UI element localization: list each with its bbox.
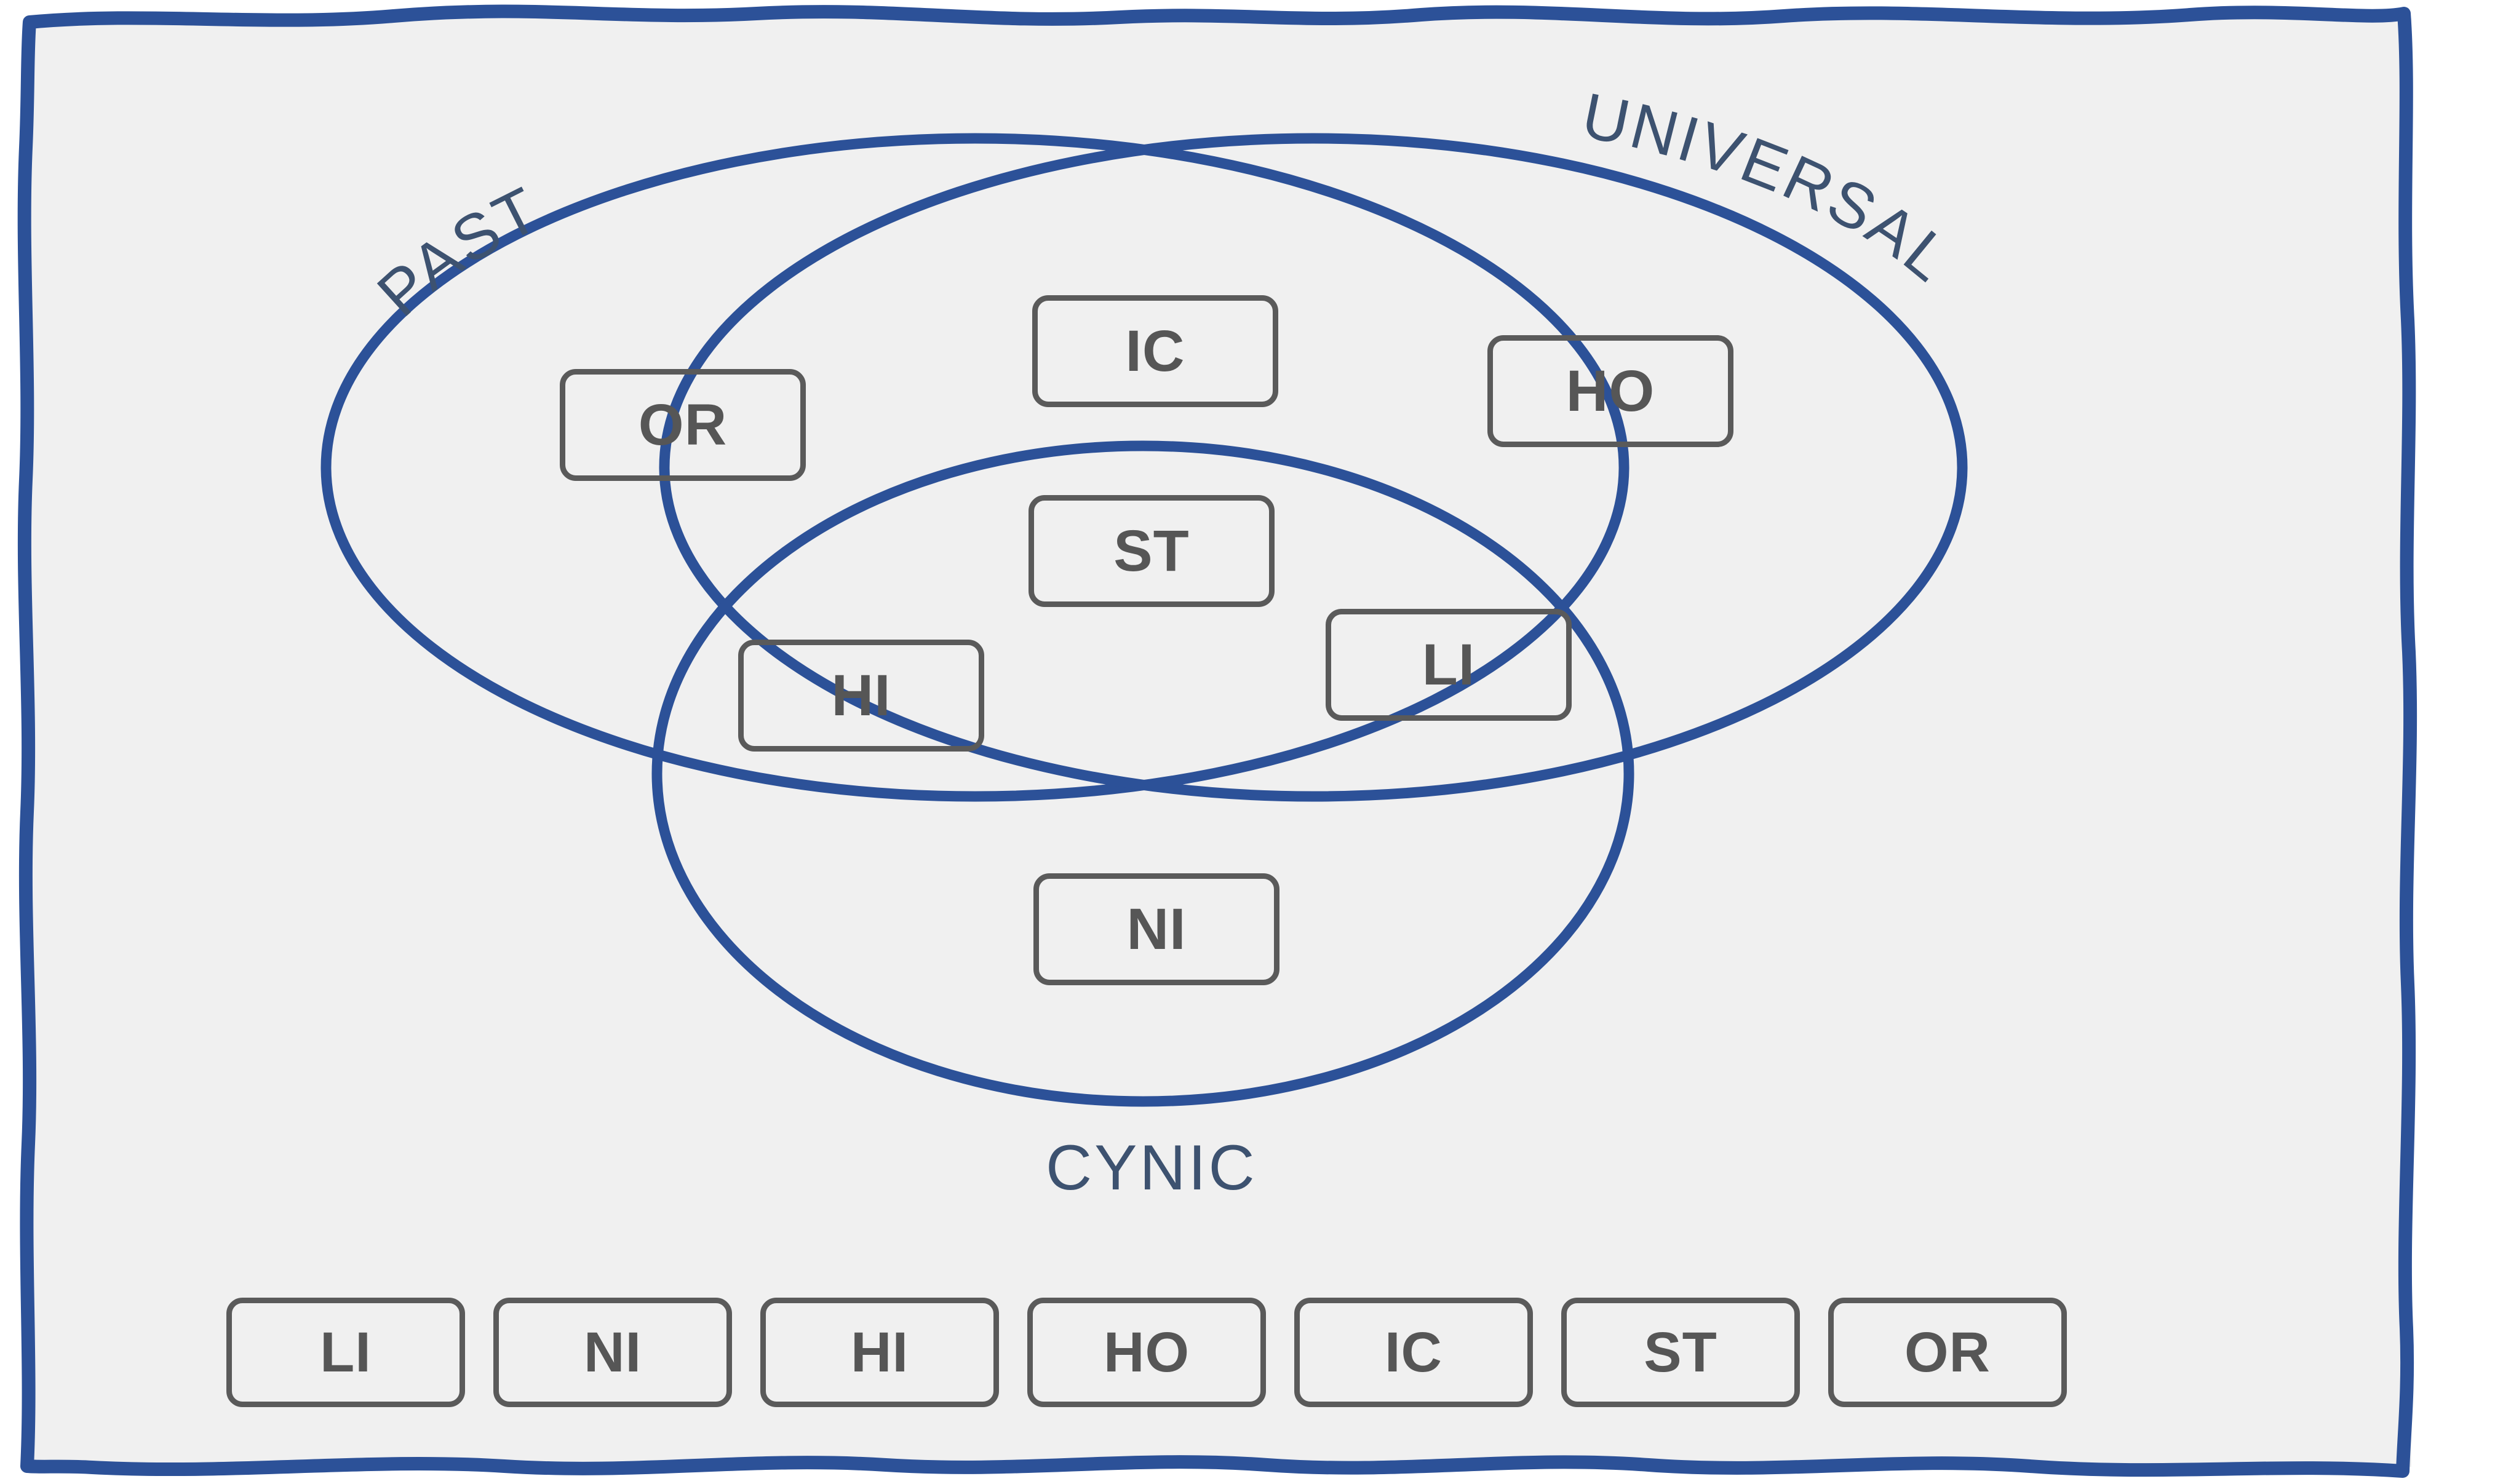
set-label-universal: UNIVERSAL: [1577, 80, 1965, 296]
venn-chip-universal-cynic[interactable]: LI: [1326, 609, 1572, 721]
tray-chip-2[interactable]: HI: [760, 1298, 999, 1407]
set-ellipse-past: [320, 133, 1630, 802]
tray-chip-1[interactable]: NI: [493, 1298, 732, 1407]
venn-chip-cynic-only[interactable]: NI: [1033, 873, 1279, 985]
venn-chip-past-only[interactable]: OR: [560, 369, 806, 481]
set-ellipse-universal: [659, 133, 1968, 802]
tray-chip-0[interactable]: LI: [226, 1298, 465, 1407]
venn-chip-universal-only[interactable]: HO: [1487, 335, 1733, 447]
set-ellipse-cynic: [651, 440, 1634, 1107]
sketch-frame-border: [17, 4, 2417, 1478]
venn-chip-triple-intersection[interactable]: ST: [1029, 495, 1275, 607]
venn-chip-past-cynic[interactable]: HI: [738, 640, 984, 752]
tray-chip-5[interactable]: ST: [1561, 1298, 1800, 1407]
panel-background: [25, 18, 2411, 1467]
set-label-cynic: CYNIC: [1046, 1132, 1257, 1204]
tray-chip-6[interactable]: OR: [1828, 1298, 2067, 1407]
tray-chip-4[interactable]: IC: [1294, 1298, 1533, 1407]
tray-chip-3[interactable]: HO: [1027, 1298, 1266, 1407]
chip-tray: LI NI HI HO IC ST OR: [226, 1298, 2072, 1407]
venn-chip-past-universal[interactable]: IC: [1032, 295, 1278, 407]
set-label-past: PAST: [364, 173, 551, 330]
